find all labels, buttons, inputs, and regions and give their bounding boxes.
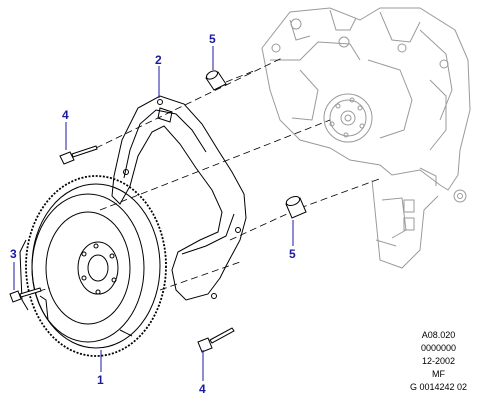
callout-flywheel-bolt: 3 — [10, 247, 17, 261]
plate-bolt-upper-shape — [59, 145, 98, 165]
callout-dowel-upper: 5 — [209, 32, 216, 46]
alignment-lines — [27, 57, 383, 295]
dowel-lower-shape — [285, 195, 307, 219]
callout-plate-bolt-upper: 4 — [62, 108, 69, 122]
leader-lines — [13, 46, 294, 381]
callout-flywheel: 1 — [97, 373, 104, 387]
engine-block — [261, 7, 471, 269]
flywheel-bolt-shape — [9, 287, 42, 303]
ref-line-3: 12-2002 — [421, 356, 455, 366]
ref-line-4: MF — [431, 369, 445, 379]
callout-engine-rear-plate: 2 — [155, 53, 162, 67]
dowel-upper-shape — [205, 70, 227, 91]
callout-plate-bolt-lower: 4 — [199, 382, 206, 396]
ref-line-2: 0000000 — [420, 343, 456, 353]
plate-bolt-lower-shape — [197, 327, 235, 353]
reference-block: A08.020 0000000 12-2002 MF G 0014242 02 — [410, 329, 467, 394]
ref-line-1: A08.020 — [421, 330, 456, 340]
engine-rear-plate — [111, 95, 247, 301]
callout-dowel-lower: 5 — [289, 247, 296, 261]
flywheel — [19, 175, 167, 357]
ref-line-5: G 0014242 02 — [409, 382, 467, 392]
